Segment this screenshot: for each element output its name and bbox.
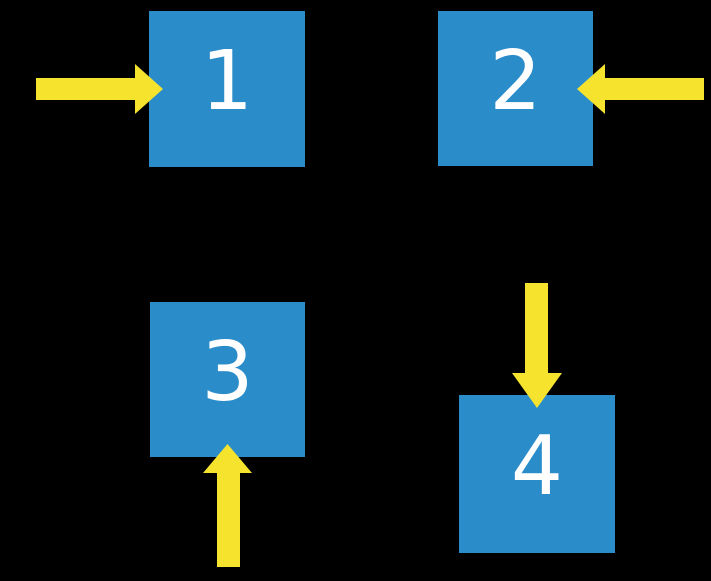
box-label-4: 4 [510,419,564,514]
box-label-2: 2 [489,33,542,129]
numbered-box-4: 4 [459,395,615,553]
box-label-3: 3 [201,324,254,420]
arrow-up-icon [203,444,252,567]
arrow-down-icon [512,283,562,408]
arrow-left-icon [577,64,704,114]
numbered-box-1: 1 [149,11,305,167]
numbered-box-2: 2 [438,11,593,166]
box-label-1: 1 [200,34,254,129]
numbered-box-3: 3 [150,302,305,457]
arrow-right-icon [36,64,163,114]
